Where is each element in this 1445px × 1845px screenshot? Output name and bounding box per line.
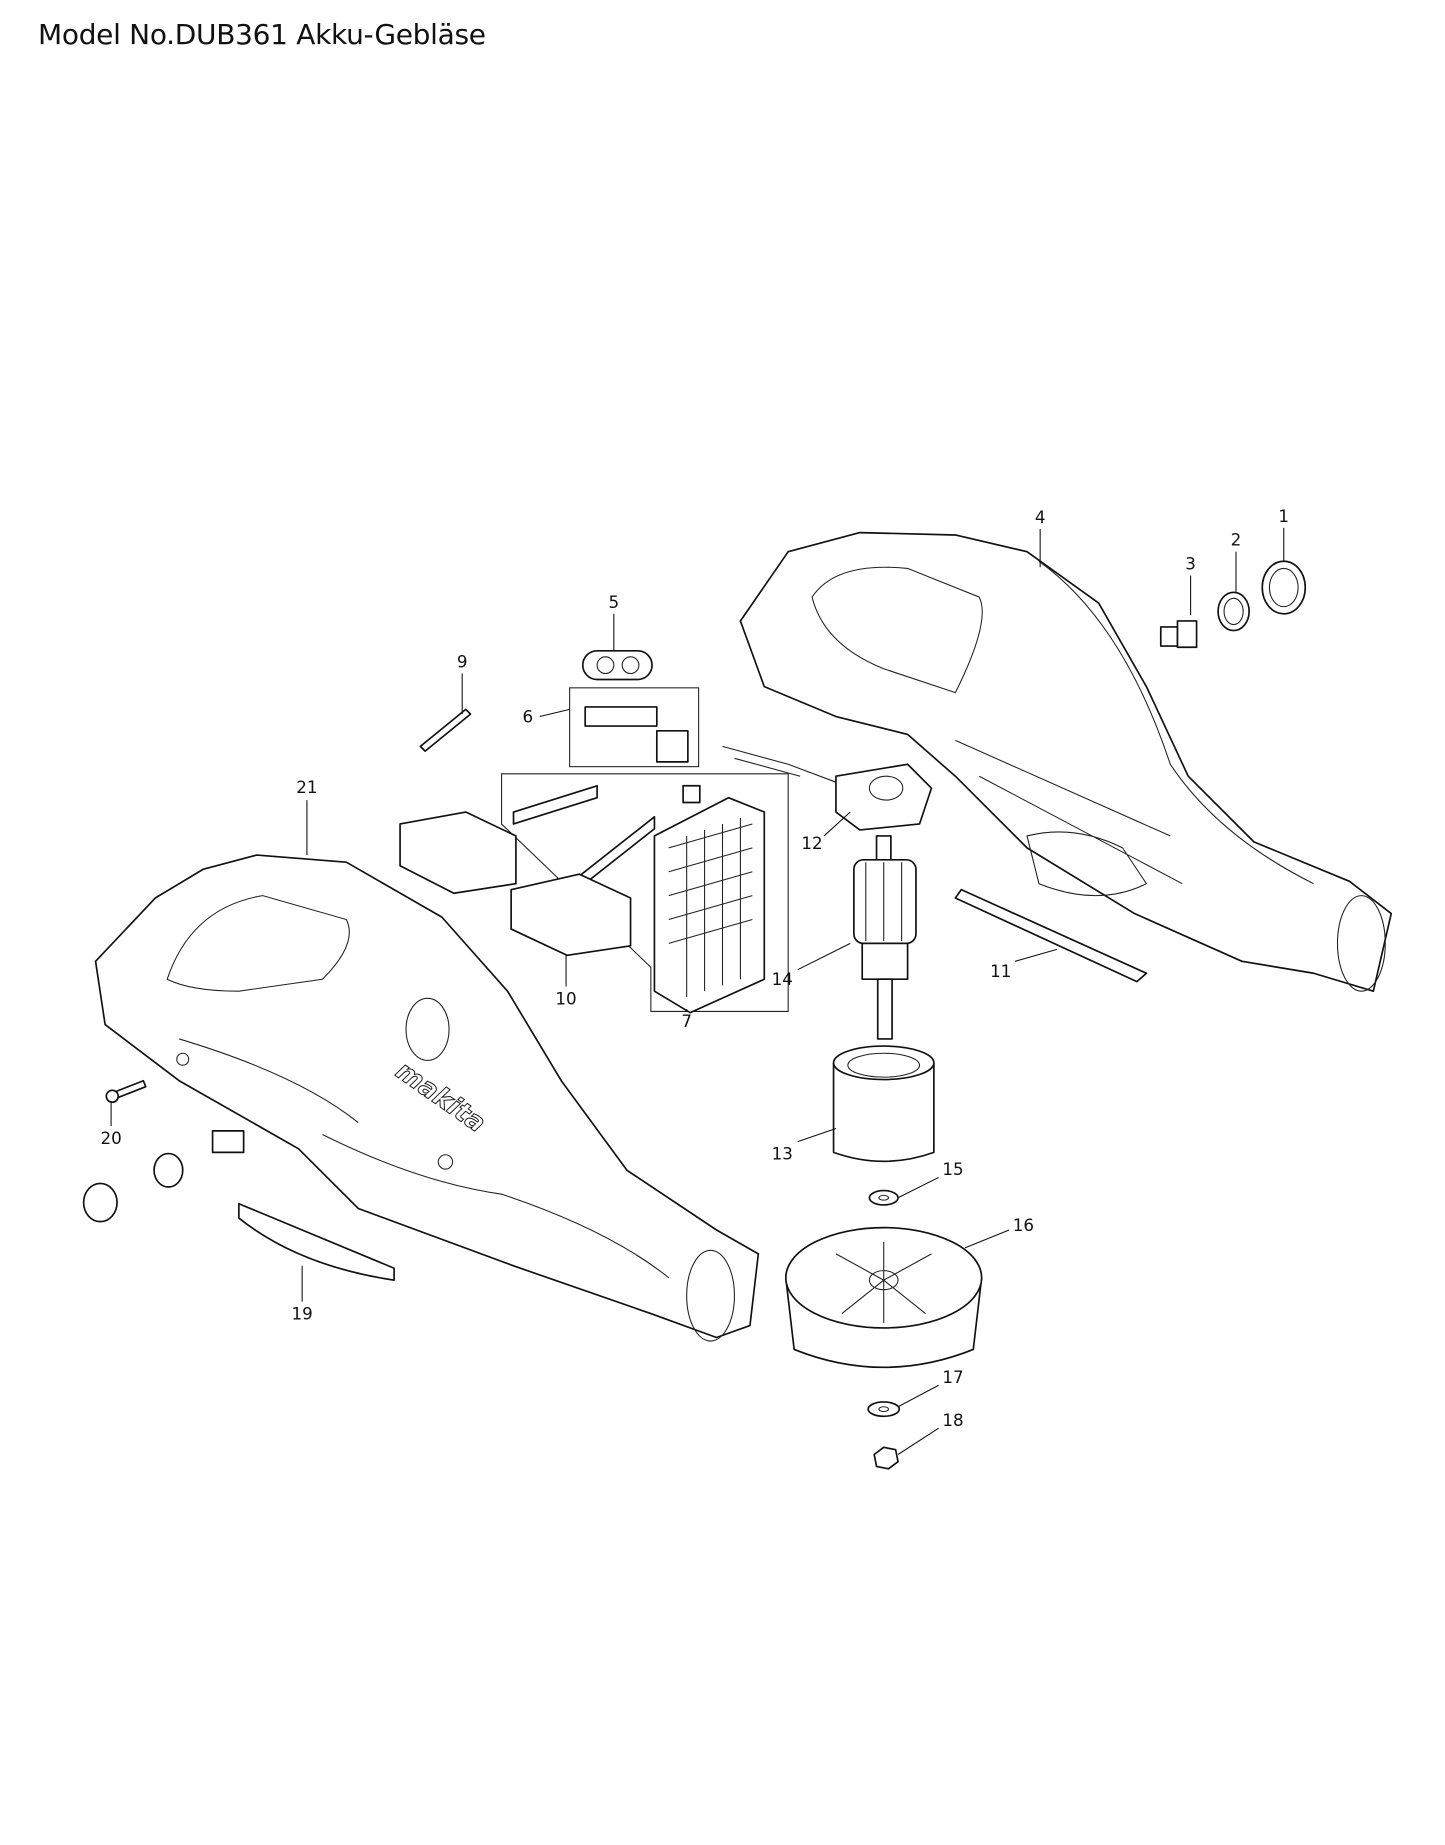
housing-left-part-21[interactable]: makita: [94, 854, 760, 1342]
terminal-block-part-10[interactable]: [399, 811, 632, 957]
part-label-17: 17: [942, 1367, 963, 1387]
part-6-group-box: [569, 687, 700, 768]
part-label-18: 18: [942, 1410, 963, 1430]
switch-part-6[interactable]: [584, 706, 689, 763]
armature-part-14[interactable]: [853, 835, 917, 1040]
part-label-13: 13: [772, 1144, 793, 1164]
part-7-group-box: [501, 773, 789, 1013]
pad-part-5[interactable]: [581, 649, 653, 681]
part-label-16: 16: [1013, 1215, 1034, 1235]
spring-part-9[interactable]: [419, 708, 472, 752]
part-label-20: 20: [100, 1128, 121, 1148]
part-label-19: 19: [292, 1304, 313, 1324]
washer-part-17[interactable]: [867, 1401, 901, 1418]
plate-part-11[interactable]: [954, 888, 1148, 983]
knob[interactable]: [82, 1130, 245, 1223]
washer-part-15[interactable]: [868, 1189, 899, 1206]
part-label-5: 5: [609, 592, 620, 612]
part-label-4: 4: [1035, 507, 1046, 527]
part-label-9: 9: [457, 652, 468, 672]
ring-part-1[interactable]: [1261, 560, 1307, 615]
part-label-10: 10: [555, 988, 576, 1008]
leader-lines: [110, 527, 1285, 1455]
part-label-21: 21: [296, 777, 317, 797]
part-label-12: 12: [801, 833, 822, 853]
ring-part-2[interactable]: [1217, 591, 1250, 632]
part-label-15: 15: [942, 1159, 963, 1179]
nut-part-18[interactable]: [873, 1446, 899, 1470]
screw-part-20[interactable]: [105, 1079, 147, 1104]
fan-part-16[interactable]: [784, 1226, 983, 1369]
part-label-3: 3: [1185, 554, 1196, 574]
page-title: Model No.DUB361 Akku-Gebläse: [38, 18, 486, 51]
part-label-6: 6: [523, 706, 534, 726]
part-label-7: 7: [681, 1011, 692, 1031]
stator-part-13[interactable]: [832, 1045, 935, 1163]
part-label-1: 1: [1278, 506, 1289, 526]
part-label-11: 11: [990, 961, 1011, 981]
cover-part-19[interactable]: [238, 1202, 395, 1281]
terminal-part-7[interactable]: [512, 784, 766, 1014]
brush-holder-part-12[interactable]: [722, 745, 933, 831]
lock-part-3[interactable]: [1159, 620, 1198, 649]
part-label-14: 14: [772, 969, 793, 989]
part-label-2: 2: [1231, 530, 1242, 550]
housing-right-part-4[interactable]: [739, 531, 1393, 993]
